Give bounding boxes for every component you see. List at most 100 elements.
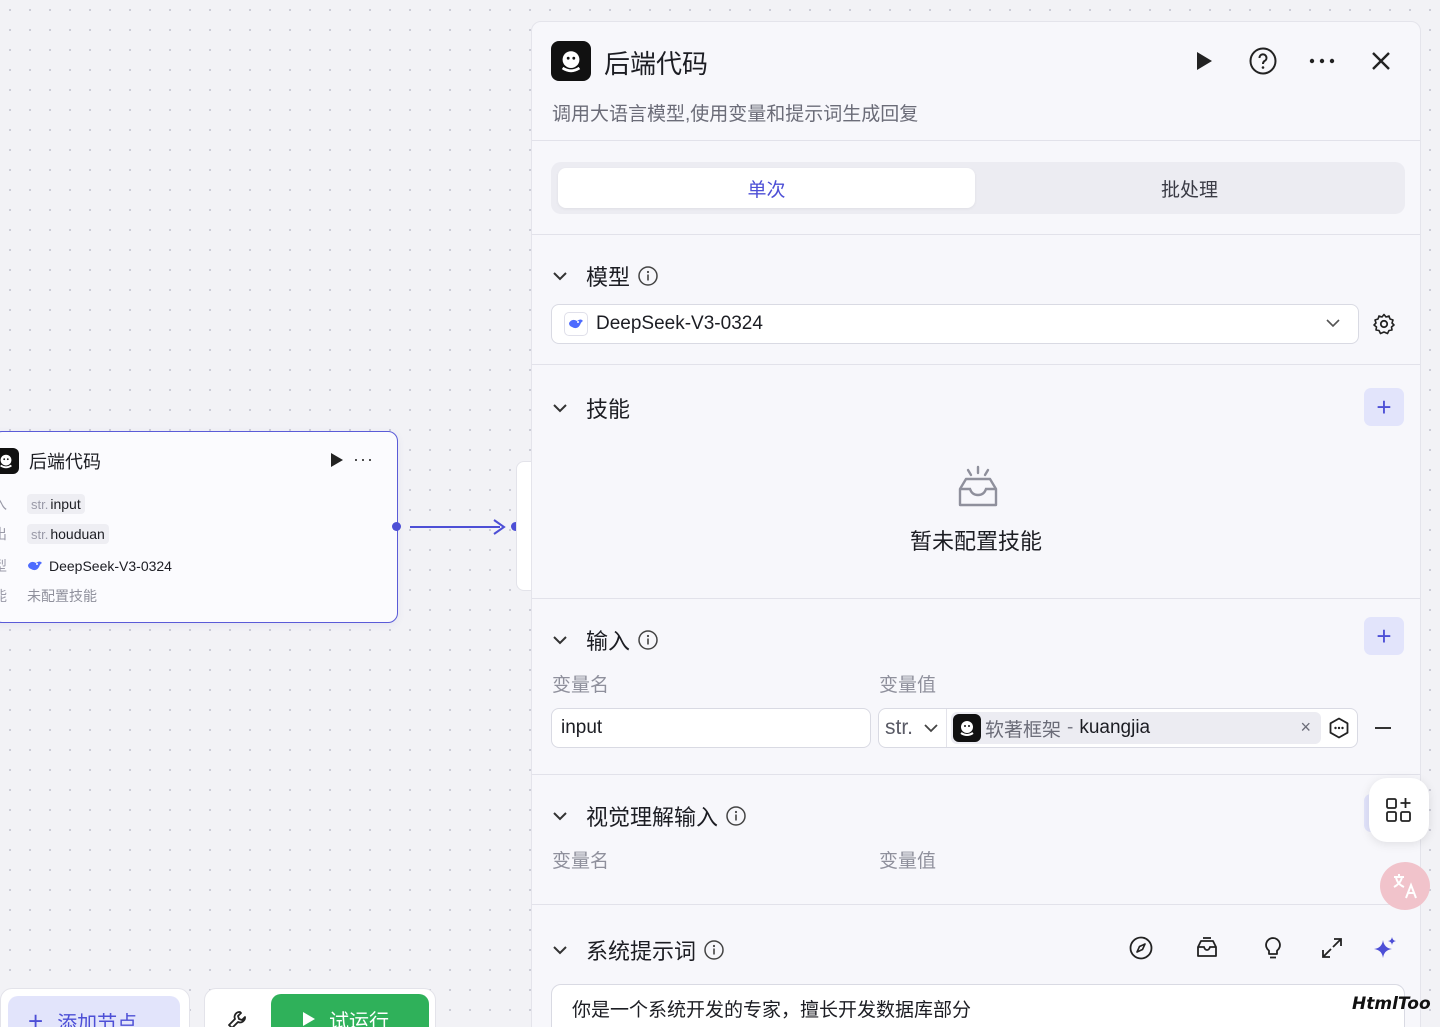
var-type-select[interactable]: str. bbox=[879, 709, 947, 747]
selected-model-text: DeepSeek-V3-0324 bbox=[596, 313, 763, 334]
system-prompt-title: 系统提示词 bbox=[586, 939, 697, 964]
ref-node-logo-icon bbox=[953, 714, 981, 742]
chevron-down-icon bbox=[1326, 319, 1340, 328]
node-var-tag: str. input bbox=[27, 494, 85, 514]
add-node-button[interactable]: + 添加节点 bbox=[8, 996, 180, 1027]
translate-button[interactable] bbox=[1380, 862, 1430, 910]
info-icon[interactable] bbox=[726, 806, 746, 826]
run-mode-tabs: 单次 批处理 bbox=[551, 162, 1405, 214]
deepseek-icon bbox=[28, 561, 42, 571]
vision-section-title: 视觉理解输入 bbox=[586, 805, 719, 830]
ai-sparkle-icon[interactable] bbox=[1372, 935, 1398, 961]
help-icon[interactable] bbox=[1248, 46, 1278, 76]
model-section-title: 模型 bbox=[586, 265, 631, 290]
gear-icon[interactable] bbox=[1372, 312, 1396, 336]
info-icon[interactable] bbox=[638, 630, 658, 650]
remove-input-icon[interactable] bbox=[1375, 727, 1391, 729]
info-icon[interactable] bbox=[638, 266, 658, 286]
clear-icon[interactable]: × bbox=[1300, 717, 1311, 737]
tab-batch[interactable]: 批处理 bbox=[1160, 179, 1218, 201]
divider bbox=[532, 774, 1420, 775]
ref-variable-name: kuangjia bbox=[1079, 717, 1151, 738]
expand-icon[interactable] bbox=[1319, 935, 1345, 961]
node-row-label: 模型 bbox=[0, 556, 27, 576]
skills-section-header[interactable]: 技能 bbox=[552, 392, 630, 424]
variable-picker-icon[interactable] bbox=[1328, 717, 1350, 739]
llm-node-card[interactable]: 后端代码 ··· 输入 str. input 输出 str. houduan 模… bbox=[0, 431, 398, 623]
run-node-icon[interactable] bbox=[1189, 46, 1219, 76]
node-title: 后端代码 bbox=[29, 452, 101, 472]
model-section-header[interactable]: 模型 bbox=[552, 260, 658, 292]
lightbulb-icon[interactable] bbox=[1260, 935, 1286, 961]
node-header: 后端代码 bbox=[0, 448, 101, 474]
prompt-library-icon[interactable] bbox=[1194, 935, 1220, 961]
chevron-down-icon bbox=[924, 724, 938, 733]
divider bbox=[532, 364, 1420, 365]
divider bbox=[532, 234, 1420, 235]
node-run-icon[interactable] bbox=[330, 452, 344, 468]
col-var-value: 变量值 bbox=[879, 675, 937, 696]
connection-edge[interactable] bbox=[410, 526, 500, 528]
app-grid-icon bbox=[1386, 798, 1411, 822]
node-output-port[interactable] bbox=[392, 522, 401, 531]
chevron-down-icon bbox=[553, 946, 567, 955]
var-type-text: str. bbox=[885, 716, 914, 739]
node-row-model: 模型 DeepSeek-V3-0324 bbox=[0, 556, 172, 576]
col-var-value: 变量值 bbox=[879, 851, 937, 872]
info-icon[interactable] bbox=[704, 940, 724, 960]
test-run-label: 试运行 bbox=[329, 1010, 389, 1027]
input-var-name-field[interactable]: input bbox=[551, 708, 871, 748]
var-type: str. bbox=[31, 526, 49, 542]
divider bbox=[532, 598, 1420, 599]
target-input-port[interactable] bbox=[511, 522, 520, 531]
system-prompt-section-header[interactable]: 系统提示词 bbox=[552, 934, 724, 966]
ref-separator: - bbox=[1067, 717, 1074, 738]
more-icon[interactable] bbox=[1307, 46, 1337, 76]
node-row-output: 输出 str. houduan bbox=[0, 524, 109, 544]
deepseek-icon bbox=[564, 312, 588, 336]
node-logo-icon bbox=[0, 448, 19, 474]
vision-section-header[interactable]: 视觉理解输入 bbox=[552, 800, 746, 832]
panel-logo-icon bbox=[551, 41, 591, 81]
var-type: str. bbox=[31, 496, 49, 512]
var-name: input bbox=[50, 496, 81, 512]
app-grid-button[interactable] bbox=[1369, 778, 1429, 842]
input-var-value-field[interactable]: str. 软著框架 - kuangjia × bbox=[878, 708, 1358, 748]
add-skill-button[interactable]: + bbox=[1364, 388, 1404, 426]
chevron-down-icon bbox=[553, 812, 567, 821]
wrench-icon[interactable] bbox=[226, 1008, 250, 1027]
empty-box-icon bbox=[958, 465, 998, 507]
node-var-tag: str. houduan bbox=[27, 524, 109, 544]
node-row-skills: 技能 未配置技能 bbox=[0, 586, 97, 606]
node-row-label: 技能 bbox=[0, 586, 27, 606]
divider bbox=[532, 904, 1420, 905]
panel-header: 后端代码 调用大语言模型,使用变量和提示词生成回复 bbox=[532, 22, 1420, 141]
node-more-icon[interactable]: ··· bbox=[353, 449, 374, 469]
input-section-header[interactable]: 输入 bbox=[552, 624, 658, 656]
test-run-button[interactable]: 试运行 bbox=[271, 994, 429, 1027]
model-select[interactable]: DeepSeek-V3-0324 bbox=[551, 304, 1359, 344]
tab-single[interactable]: 单次 bbox=[558, 168, 975, 208]
node-row-input: 输入 str. input bbox=[0, 494, 85, 514]
variable-reference-chip[interactable]: 软著框架 - kuangjia × bbox=[951, 712, 1321, 744]
input-section-title: 输入 bbox=[586, 629, 631, 654]
node-row-label: 输出 bbox=[0, 524, 27, 544]
panel-description: 调用大语言模型,使用变量和提示词生成回复 bbox=[552, 104, 919, 125]
compass-icon[interactable] bbox=[1128, 935, 1154, 961]
plus-icon: + bbox=[28, 1005, 44, 1027]
node-model-value: DeepSeek-V3-0324 bbox=[49, 558, 172, 574]
close-icon[interactable] bbox=[1366, 46, 1396, 76]
translate-icon bbox=[1393, 874, 1417, 899]
chevron-down-icon bbox=[553, 636, 567, 645]
ref-source-node: 软著框架 bbox=[985, 719, 1062, 741]
var-name: houduan bbox=[50, 526, 105, 542]
col-var-name: 变量名 bbox=[552, 675, 610, 696]
node-config-panel: 后端代码 调用大语言模型,使用变量和提示词生成回复 单次 批处理 模型 Deep… bbox=[531, 21, 1421, 1027]
col-var-name: 变量名 bbox=[552, 851, 610, 872]
node-skill-value: 未配置技能 bbox=[27, 588, 97, 604]
panel-title: 后端代码 bbox=[604, 49, 709, 79]
add-input-button[interactable]: + bbox=[1364, 617, 1404, 655]
play-icon bbox=[303, 1012, 315, 1026]
node-row-label: 输入 bbox=[0, 494, 27, 514]
system-prompt-editor[interactable]: 你是一个系统开发的专家，擅长开发数据库部分 bbox=[551, 984, 1405, 1027]
